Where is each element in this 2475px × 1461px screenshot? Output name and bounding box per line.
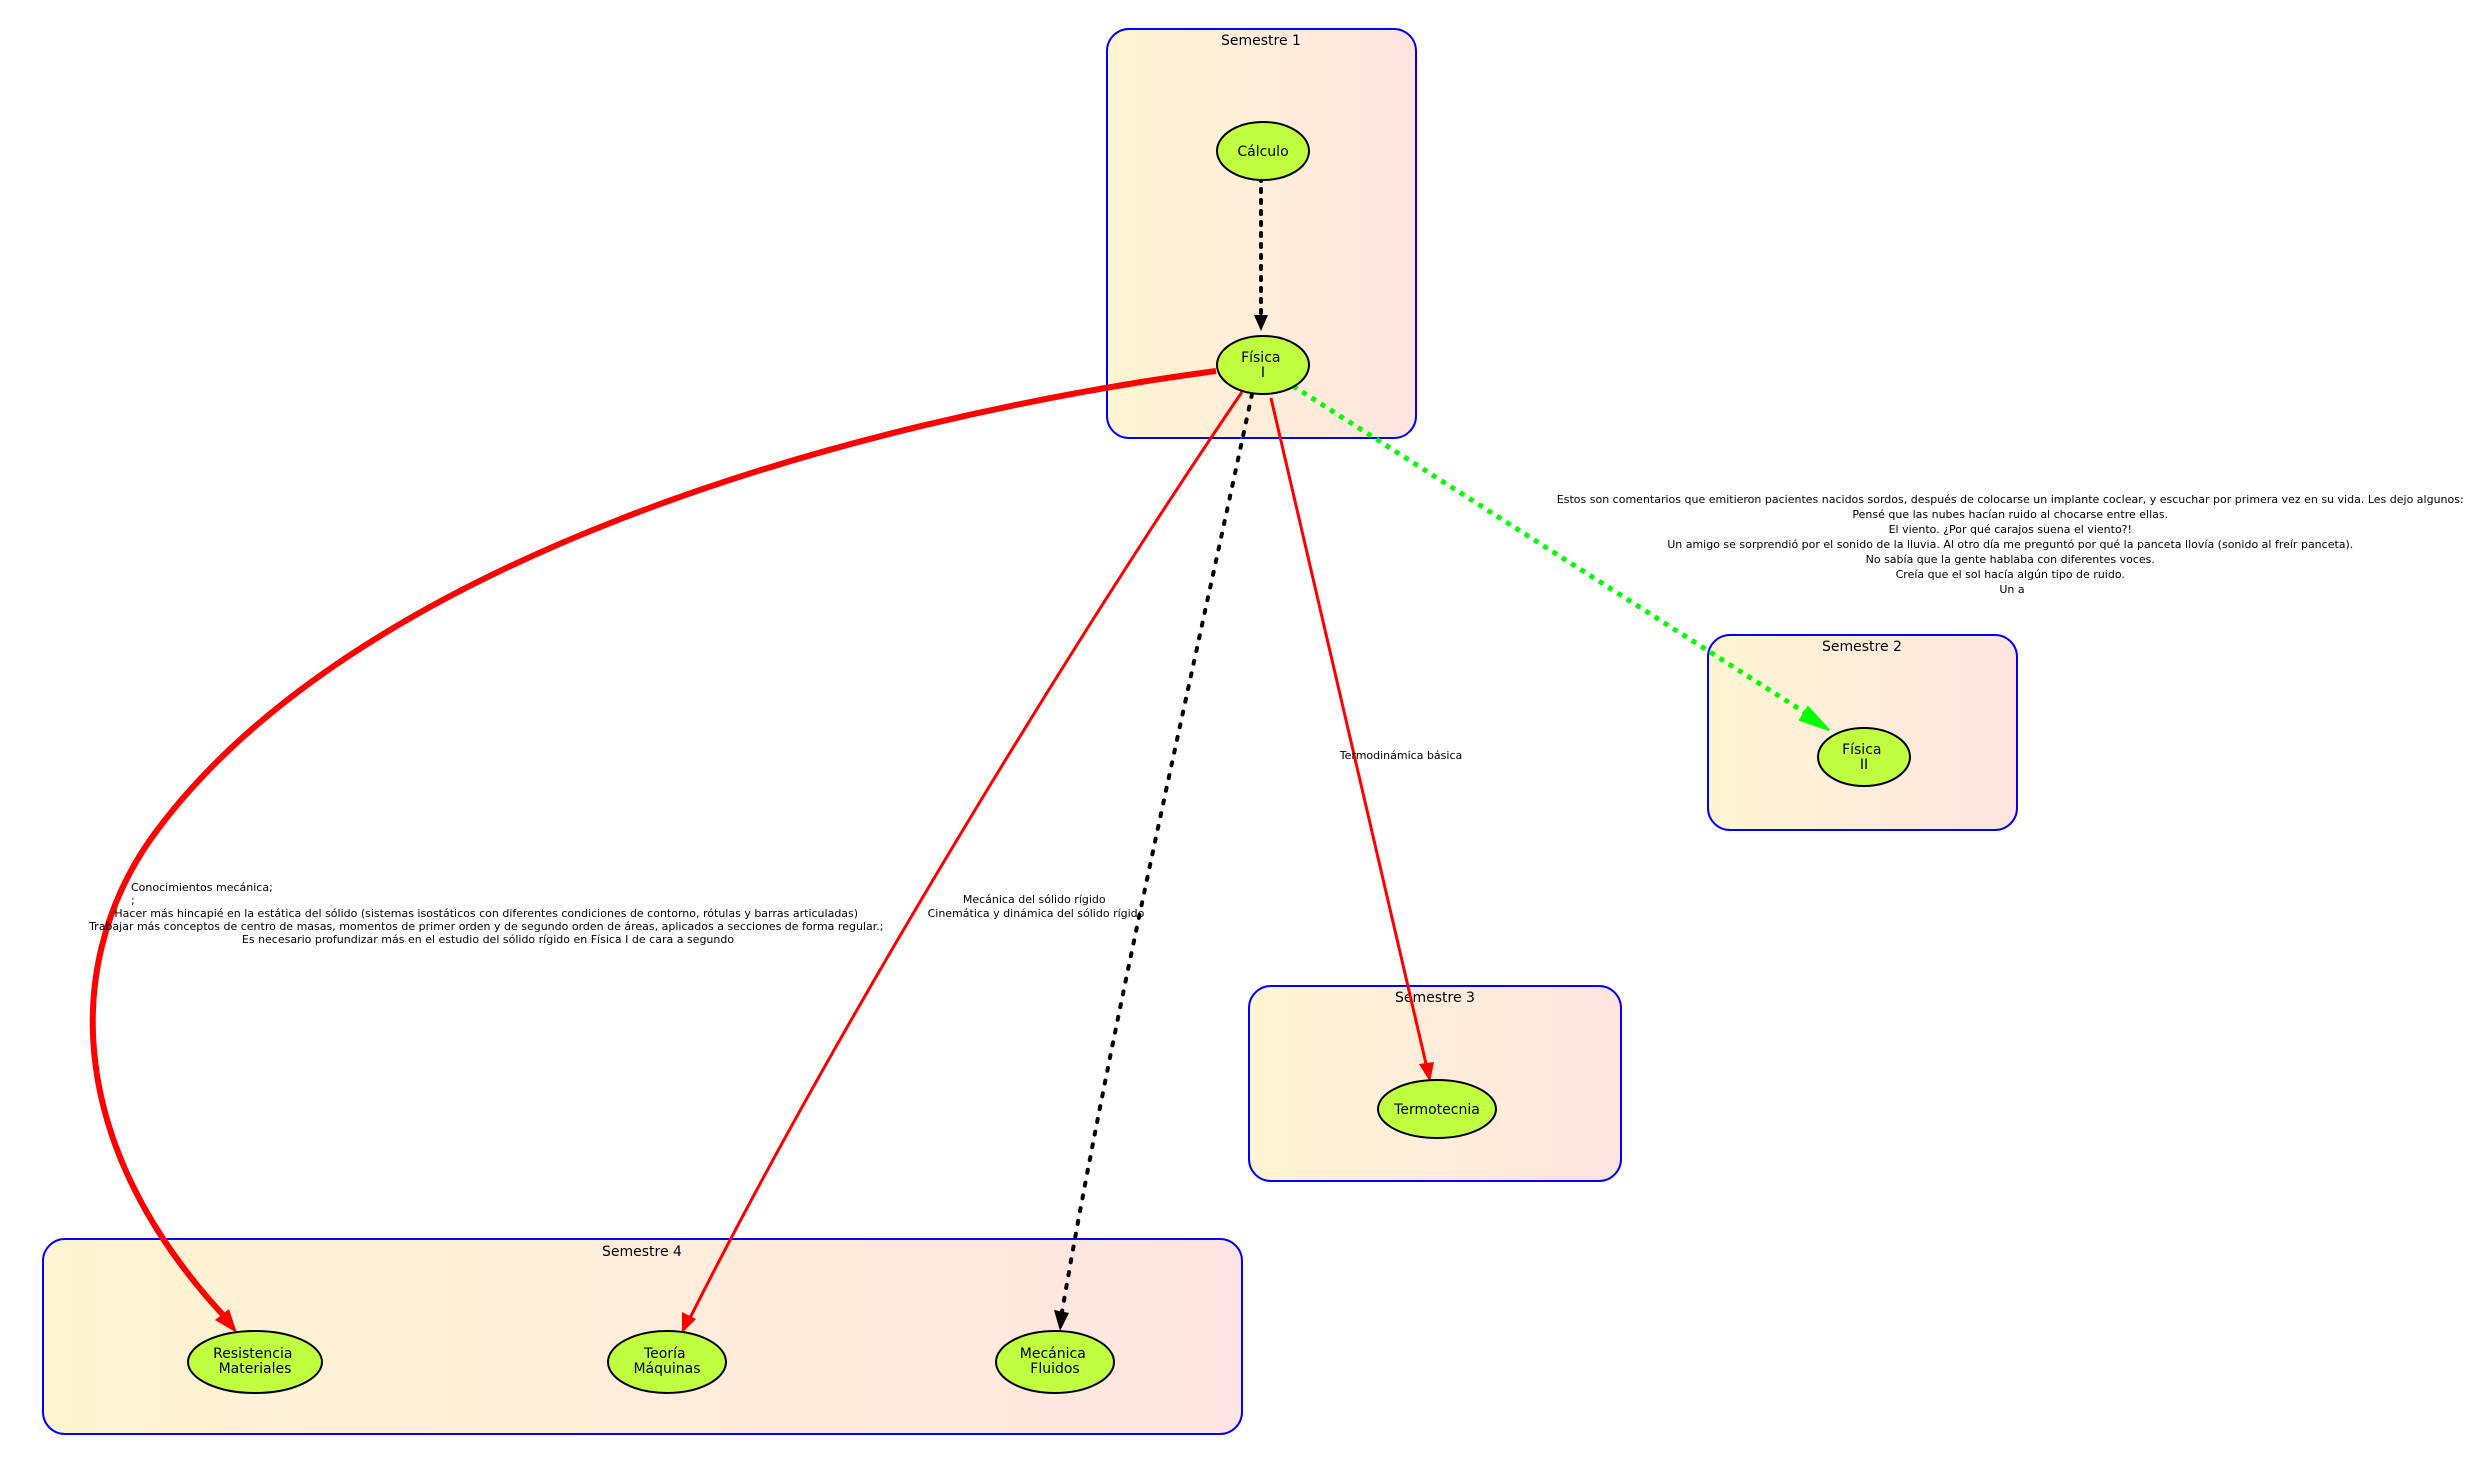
node-label-fisica-2-line-1: Física (1842, 742, 1881, 758)
cluster-label-semestre-3: Semestre 3 (1395, 990, 1475, 1006)
edge-label-resistencia-line-2: ; (131, 894, 135, 907)
node-label-fisica-1-line-2: I (1261, 365, 1265, 381)
node-resistencia-materiales: Resistencia Materiales (187, 1330, 323, 1394)
node-label-resistencia: Resistencia Materiales (213, 1346, 297, 1377)
cluster-label-semestre-4: Semestre 4 (602, 1244, 682, 1260)
edge-label-resistencia-line-4: Trabajar más conceptos de centro de masa… (88, 920, 883, 933)
node-label-teoria-line-1: Teoría (643, 1346, 686, 1362)
edge-fisica1-mecanica (1054, 392, 1254, 1331)
edge-label-fisica2-line-5: No sabía que la gente hablaba con difere… (1866, 553, 2155, 566)
edge-label-fisica2-line-7: Un a (1999, 583, 2024, 596)
node-label-resistencia-line-1: Resistencia (213, 1346, 292, 1362)
node-label-fisica-1-line-1: Física (1241, 350, 1280, 366)
node-label-fisica-2: Física II (1842, 742, 1886, 773)
edge-fisica1-resistencia (89, 368, 1217, 1333)
edge-label-teoria-line-2: Cinemática y dinámica del sólido rígido (928, 907, 1145, 920)
edge-label-termo-line-1: Termodinámica básica (1339, 749, 1463, 762)
node-termotecnia: Termotecnia (1377, 1079, 1497, 1139)
edge-label-teoria-line-1: Mecánica del sólido rígido (963, 893, 1106, 906)
edge-fisica1-termotecnia (1269, 397, 1434, 1082)
node-label-teoria-line-2: Máquinas (633, 1361, 700, 1377)
edge-label-fisica2-line-3: El viento. ¿Por qué carajos suena el vie… (1889, 523, 2132, 536)
edge-label-resistencia-line-1: Conocimientos mecánica; (131, 881, 273, 894)
node-label-mecanica-line-1: Mecánica (1020, 1346, 1086, 1362)
node-label-mecanica: Mecánica Fluidos (1020, 1346, 1090, 1377)
node-fisica-2: Física II (1817, 727, 1911, 787)
edge-label-termo: Termodinámica básica (1339, 749, 1463, 762)
edge-calculo-fisica1 (1254, 176, 1268, 331)
edge-fisica1-teoria (682, 391, 1244, 1333)
edge-label-fisica2-line-2: Pensé que las nubes hacían ruido al choc… (1852, 508, 2168, 521)
edge-label-resistencia: Conocimientos mecánica; ; Hacer más hinc… (88, 881, 887, 946)
node-label-termotecnia: Termotecnia (1393, 1102, 1480, 1118)
node-label-fisica-2-line-2: II (1860, 757, 1868, 773)
cluster-label-semestre-2: Semestre 2 (1822, 639, 1902, 655)
edge-label-fisica2-line-1: Estos son comentarios que emitieron paci… (1557, 493, 2464, 506)
node-fisica-1: Física I (1216, 335, 1310, 395)
node-calculo: Cálculo (1216, 121, 1310, 181)
edge-label-resistencia-line-5: Es necesario profundizar más en el estud… (242, 933, 734, 946)
edge-label-fisica2-line-4: Un amigo se sorprendió por el sonido de … (1667, 538, 2353, 551)
node-label-fisica-1: Física I (1241, 350, 1285, 381)
edge-fisica1-fisica2 (1291, 383, 1830, 731)
edge-label-teoria: Mecánica del sólido rígido Cinemática y … (928, 893, 1145, 920)
node-teoria-maquinas: Teoría Máquinas (607, 1330, 727, 1394)
cluster-label-semestre-1: Semestre 1 (1221, 33, 1301, 49)
node-mecanica-fluidos: Mecánica Fluidos (995, 1330, 1115, 1394)
node-label-teoria: Teoría Máquinas (633, 1346, 700, 1377)
edge-label-fisica2: Estos son comentarios que emitieron paci… (1557, 493, 2467, 596)
edge-label-fisica2-line-6: Creía que el sol hacía algún tipo de rui… (1896, 568, 2125, 581)
node-label-resistencia-line-2: Materiales (219, 1361, 292, 1377)
node-label-mecanica-line-2: Fluidos (1030, 1361, 1079, 1377)
node-label-calculo: Cálculo (1237, 144, 1288, 160)
edge-label-resistencia-line-3: Hacer más hincapié en la estática del só… (114, 907, 858, 920)
